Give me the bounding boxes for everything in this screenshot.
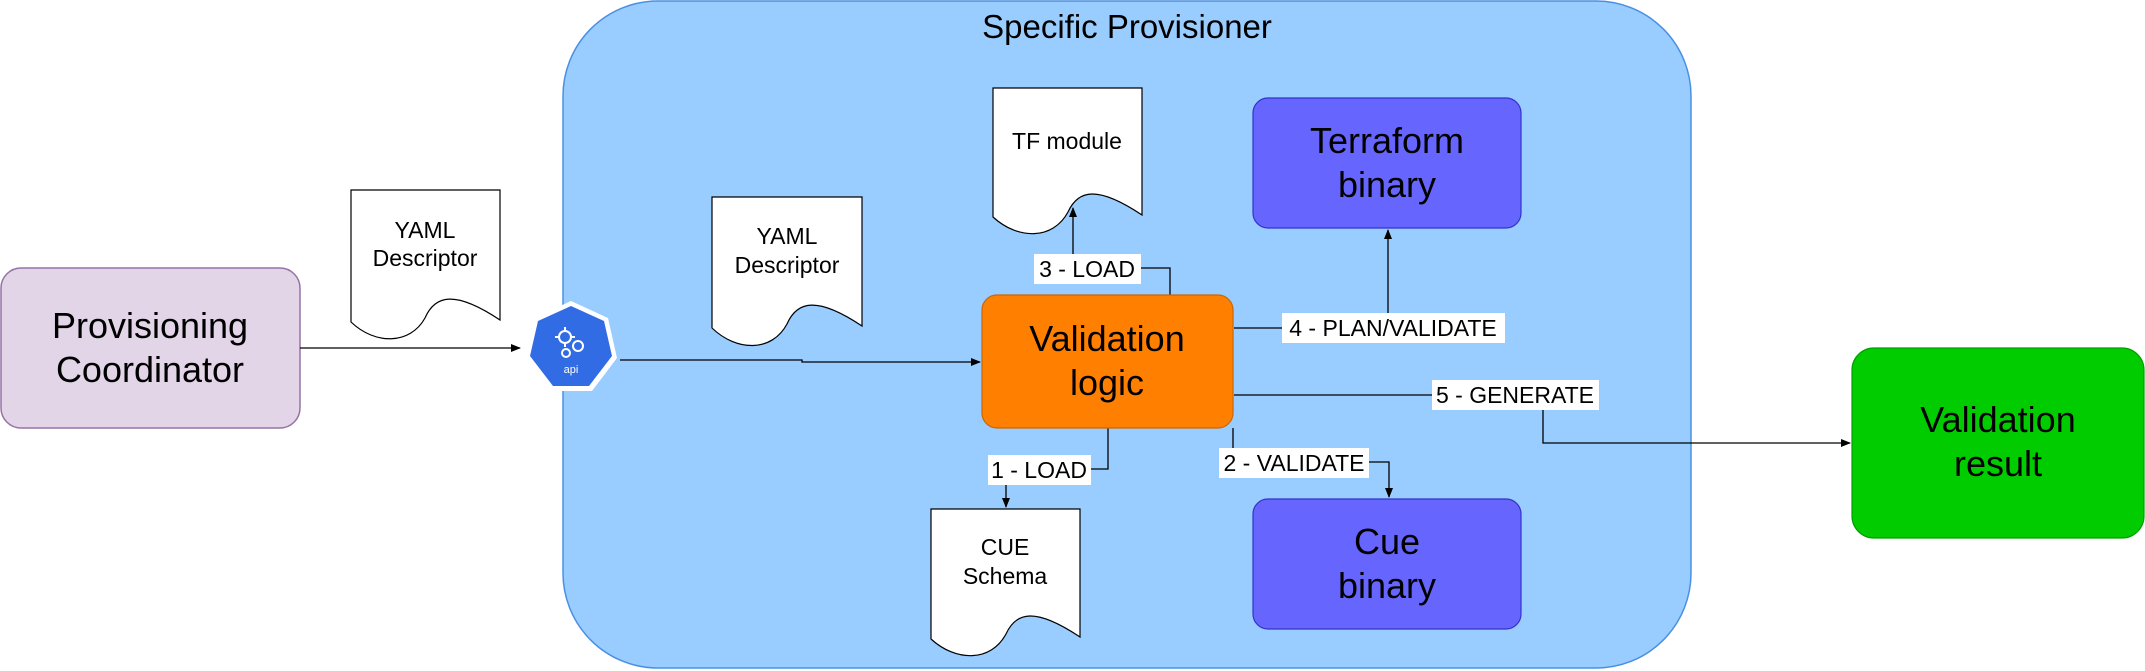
validation-logic-line2: logic	[1070, 362, 1144, 403]
edge-label-plan-validate: 4 - PLAN/VALIDATE	[1282, 313, 1505, 343]
terraform-line2: binary	[1338, 164, 1436, 205]
coordinator-label-line2: Coordinator	[56, 349, 244, 390]
yaml-inner-line2: Descriptor	[735, 252, 840, 278]
container-title: Specific Provisioner	[982, 8, 1272, 45]
cue-schema-document[interactable]: CUE Schema	[930, 508, 1081, 657]
cue-schema-line2: Schema	[963, 563, 1048, 589]
api-icon-label: api	[564, 364, 579, 376]
edge-generate	[1234, 394, 1851, 447]
result-line2: result	[1954, 443, 2042, 484]
coordinator-label-line1: Provisioning	[52, 305, 248, 346]
terraform-binary-node[interactable]: Terraform binary	[1252, 97, 1522, 229]
tf-module-document[interactable]: TF module	[992, 87, 1143, 235]
validation-logic-line1: Validation	[1029, 318, 1184, 359]
yaml-descriptor-document-outer[interactable]: YAML Descriptor	[350, 189, 501, 340]
cue-schema-line1: CUE	[981, 534, 1030, 560]
edge-label-validate: 2 - VALIDATE	[1219, 448, 1369, 478]
edge-api-to-validation	[620, 358, 981, 366]
gear-icon	[555, 327, 584, 358]
edge-label-load-tf: 3 - LOAD	[1034, 254, 1141, 284]
cue-line2: binary	[1338, 565, 1436, 606]
edge-label-load-tf-text: 3 - LOAD	[1039, 256, 1135, 282]
yaml-descriptor-document-inner[interactable]: YAML Descriptor	[711, 196, 863, 347]
yaml-outer-line2: Descriptor	[373, 245, 478, 271]
cue-binary-node[interactable]: Cue binary	[1252, 498, 1522, 630]
cue-line1: Cue	[1354, 521, 1420, 562]
terraform-line1: Terraform	[1310, 120, 1464, 161]
edge-label-load-cue-text: 1 - LOAD	[991, 457, 1087, 483]
edge-label-load-cue: 1 - LOAD	[988, 455, 1091, 485]
edge-label-validate-text: 2 - VALIDATE	[1223, 450, 1364, 476]
provisioning-coordinator-node[interactable]: Provisioning Coordinator	[0, 267, 301, 429]
tf-module-label: TF module	[1012, 128, 1122, 154]
edge-label-generate-text: 5 - GENERATE	[1436, 382, 1594, 408]
validation-result-node[interactable]: Validation result	[1851, 347, 2145, 539]
result-line1: Validation	[1920, 399, 2075, 440]
validation-logic-node[interactable]: Validation logic	[981, 294, 1234, 429]
yaml-inner-line1: YAML	[757, 223, 818, 249]
kubernetes-api-icon[interactable]: api	[525, 301, 617, 391]
yaml-outer-line1: YAML	[395, 217, 456, 243]
edge-label-plan-validate-text: 4 - PLAN/VALIDATE	[1289, 315, 1497, 341]
edge-label-generate: 5 - GENERATE	[1432, 380, 1599, 410]
